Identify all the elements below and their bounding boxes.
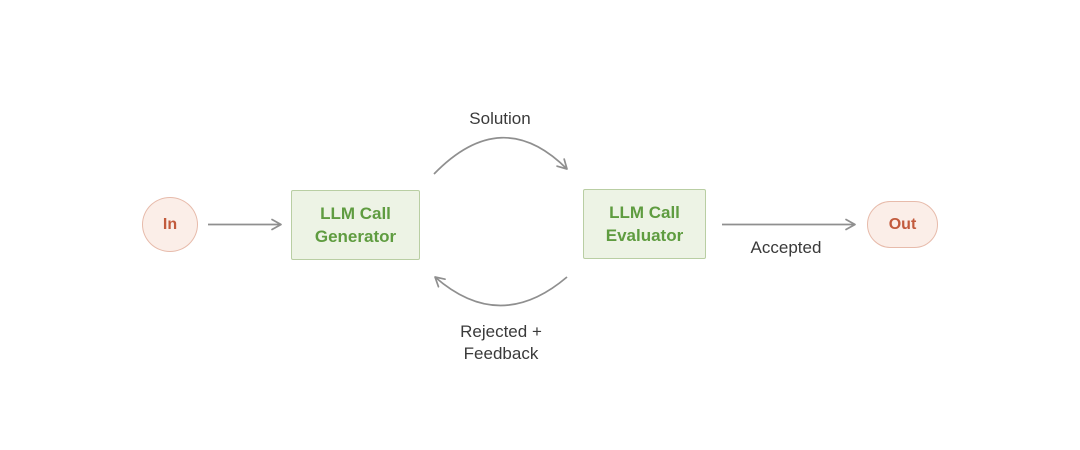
node-out-label: Out	[888, 215, 917, 233]
rejected-feedback-edge-label: Rejected + Feedback	[460, 321, 542, 365]
generator-label-line1: LLM Call	[320, 204, 391, 223]
rejected-arc-arrow	[434, 276, 568, 307]
rejected-label-line2: Feedback	[463, 344, 539, 363]
node-out: Out	[867, 201, 938, 248]
node-in: In	[142, 197, 198, 252]
accepted-edge-label: Accepted	[750, 238, 822, 257]
generator-label-line2: Generator	[314, 227, 397, 246]
evaluator-label-line2: Evaluator	[605, 226, 684, 245]
node-in-label: In	[162, 215, 178, 233]
evaluator-label-line1: LLM Call	[609, 203, 680, 222]
solution-edge-label: Solution	[469, 109, 531, 128]
solution-arc-arrow	[433, 136, 568, 175]
rejected-label-line1: Rejected +	[460, 322, 542, 341]
node-llm-call-evaluator: LLM Call Evaluator	[583, 189, 706, 259]
node-llm-call-generator: LLM Call Generator	[291, 190, 420, 260]
